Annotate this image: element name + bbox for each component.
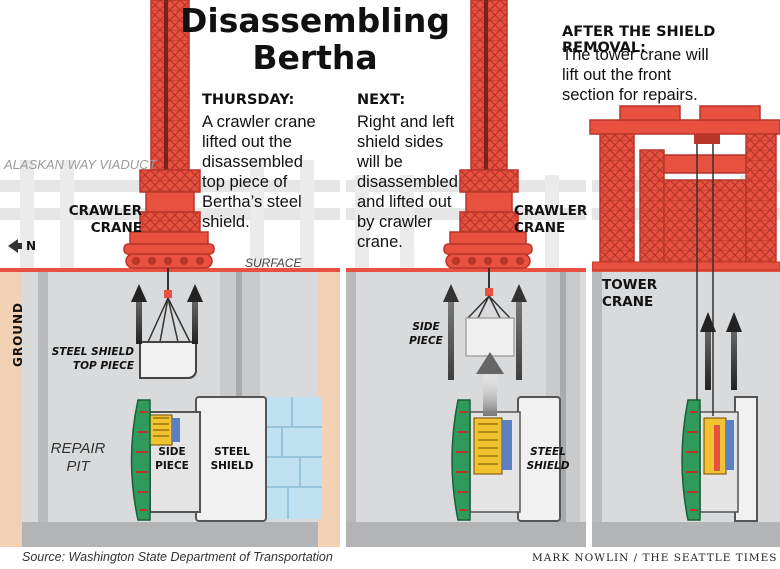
crawler-crane-2 <box>443 0 533 269</box>
panel-2-text: Right and left shield sides will be disa… <box>357 113 458 251</box>
side-piece-label-1: SIDE PIECE <box>155 446 189 472</box>
panel-1-header: THURSDAY: <box>202 92 295 108</box>
panel-3-text: The tower crane will lift out the front … <box>562 46 709 104</box>
panel-3-header: AFTER THE SHIELD REMOVAL: <box>562 24 716 56</box>
crawler-crane-label-2: CRAWLER CRANE <box>514 203 588 236</box>
panel-1-scene <box>0 0 340 547</box>
byline-credit: MARK NOWLIN / THE SEATTLE TIMES <box>532 552 778 564</box>
concrete-tunnel-segments <box>262 397 322 519</box>
panel-1-text: A crawler crane lifted out the disassemb… <box>202 113 316 231</box>
panel-2-header: NEXT: <box>357 92 406 108</box>
ground-label: GROUND <box>11 301 26 368</box>
tower-crane-label: TOWER CRANE <box>602 277 658 310</box>
crawler-crane-1 <box>123 0 215 269</box>
north-arrow-icon <box>8 239 22 253</box>
steel-shield-top-piece-label: STEEL SHIELD TOP PIECE <box>51 346 134 372</box>
north-label: N <box>26 239 37 253</box>
steel-shield-label-2: STEEL SHIELD <box>526 446 570 472</box>
side-piece-label-2: SIDE PIECE <box>409 321 443 347</box>
source-credit: Source: Washington State Department of T… <box>22 550 333 564</box>
panel-2-scene <box>346 0 586 547</box>
tower-crane <box>589 105 780 271</box>
panel-3-scene <box>589 105 780 547</box>
page-title: Disassembling Bertha <box>179 1 451 77</box>
crawler-crane-label-1: CRAWLER CRANE <box>68 203 142 236</box>
repair-pit-label: REPAIR PIT <box>50 440 106 475</box>
steel-shield-label-1: STEEL SHIELD <box>210 446 254 472</box>
surface-label: SURFACE <box>245 256 302 270</box>
viaduct-label: ALASKAN WAY VIADUCT <box>4 157 157 172</box>
